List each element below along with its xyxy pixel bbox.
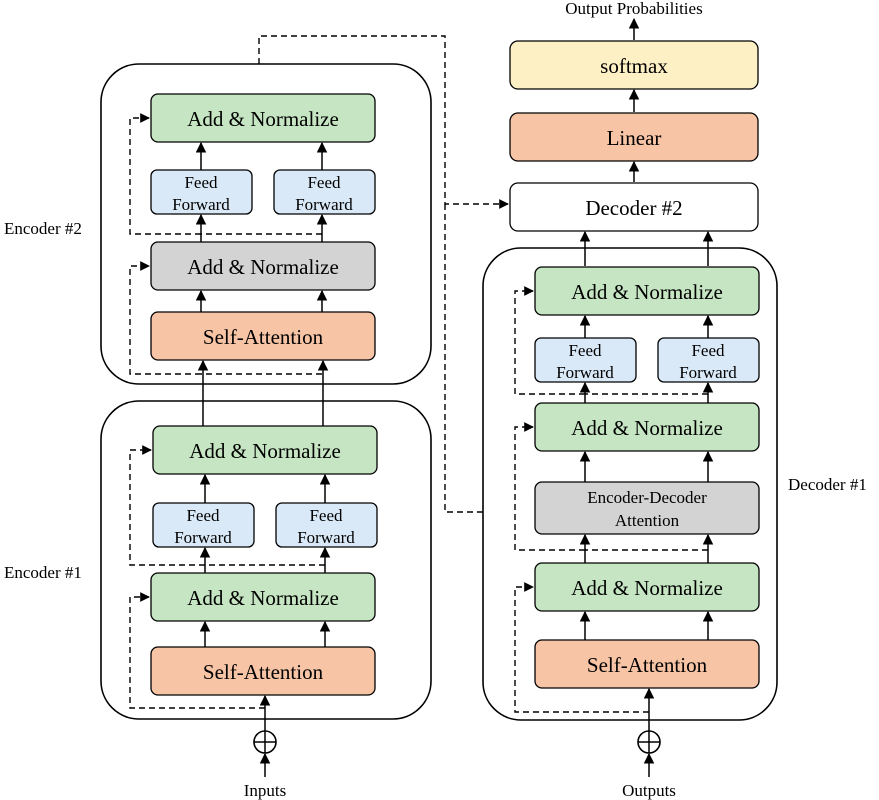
dec-self-attention-text: Self-Attention xyxy=(587,653,708,677)
decoder1-label: Decoder #1 xyxy=(788,475,867,494)
encoder1-label: Encoder #1 xyxy=(4,563,82,582)
dec-add-normalize-bottom-text: Add & Normalize xyxy=(571,576,723,600)
dec-feed-left-text1: Feed xyxy=(568,341,602,360)
enc1-add-normalize-bottom-text: Add & Normalize xyxy=(187,586,339,610)
linear-text: Linear xyxy=(607,126,662,150)
inputs-label: Inputs xyxy=(244,781,287,800)
enc2-feed-left-text1: Feed xyxy=(184,173,218,192)
enc1-add-normalize-top-text: Add & Normalize xyxy=(189,439,341,463)
decoder2-text: Decoder #2 xyxy=(585,196,682,220)
enc2-add-normalize-bottom-box xyxy=(150,241,376,291)
enc1-feed-right-text1: Feed xyxy=(309,506,343,525)
dec-add-normalize-top-text: Add & Normalize xyxy=(571,280,723,304)
softmax-text: softmax xyxy=(600,54,668,78)
enc1-feed-left-text1: Feed xyxy=(186,506,220,525)
encoder2-label: Encoder #2 xyxy=(4,219,82,238)
enc2-forward-right-text2: Forward xyxy=(295,195,353,214)
enc-dec-attention-box xyxy=(534,481,760,535)
enc1-self-attention-text: Self-Attention xyxy=(203,660,324,684)
enc-dec-attention-text1: Encoder-Decoder xyxy=(587,488,707,507)
enc2-self-attention-box xyxy=(150,311,376,361)
enc2-forward-left-text2: Forward xyxy=(172,195,230,214)
dec-forward-right-text2: Forward xyxy=(679,363,737,382)
encoder1-container xyxy=(100,400,432,720)
dec-add-normalize-bottom-box xyxy=(534,562,760,612)
output-probabilities-label: Output Probabilities xyxy=(565,0,702,18)
dec-add-normalize-mid-box xyxy=(534,402,760,452)
dec-forward-left-text2: Forward xyxy=(556,363,614,382)
enc1-add-normalize-top-box xyxy=(152,425,378,475)
enc1-forward-right-text2: Forward xyxy=(297,528,355,547)
decoder2-box xyxy=(509,182,759,232)
enc1-add-normalize-bottom-box xyxy=(150,572,376,622)
enc2-self-attention-text: Self-Attention xyxy=(203,325,324,349)
dec-add-normalize-mid-text: Add & Normalize xyxy=(571,416,723,440)
outputs-label: Outputs xyxy=(622,781,676,800)
dec-add-normalize-top-box xyxy=(534,266,760,316)
enc2-add-normalize-top-box xyxy=(150,93,376,143)
enc2-add-normalize-bottom-text: Add & Normalize xyxy=(187,255,339,279)
dec-feed-right-text1: Feed xyxy=(691,341,725,360)
enc2-feed-right-text1: Feed xyxy=(307,173,341,192)
encoder2-container xyxy=(100,63,432,385)
enc2-add-normalize-top-text: Add & Normalize xyxy=(187,107,339,131)
enc-dec-attention-text2: Attention xyxy=(615,511,680,530)
enc1-forward-left-text2: Forward xyxy=(174,528,232,547)
